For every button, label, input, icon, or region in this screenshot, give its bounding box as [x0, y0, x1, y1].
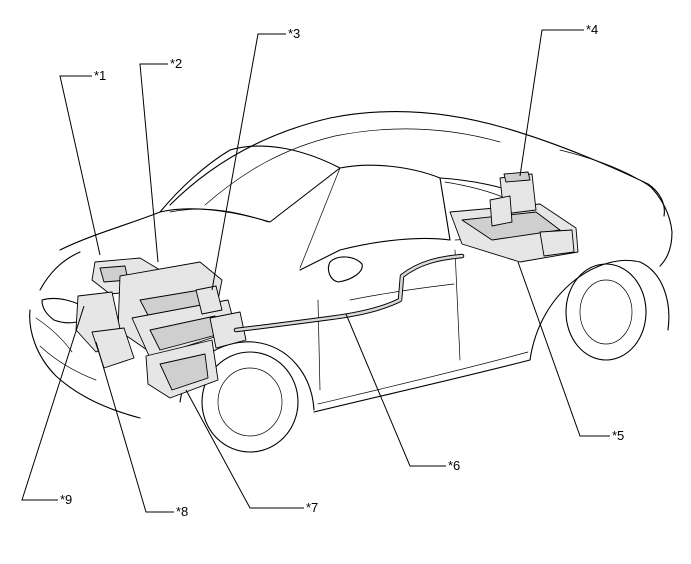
callout-6-label: *6 — [448, 458, 461, 473]
leader-line-9 — [21, 305, 85, 501]
callout-1-label: *1 — [94, 68, 107, 83]
engine-assembly — [75, 257, 247, 399]
callout-4-label: *4 — [586, 22, 599, 37]
leader-lines — [21, 29, 610, 513]
leader-line-6 — [345, 313, 446, 467]
callout-9-label: *9 — [60, 492, 73, 507]
leader-line-3 — [211, 33, 286, 291]
callout-8-label: *8 — [176, 504, 189, 519]
callout-2-label: *2 — [170, 56, 183, 71]
leader-line-1 — [59, 75, 101, 256]
callout-3-label: *3 — [288, 26, 301, 41]
callout-7-label: *7 — [306, 500, 319, 515]
power-cable — [233, 253, 465, 333]
leader-line-8 — [95, 341, 174, 513]
leader-line-7 — [185, 389, 304, 509]
battery-assembly — [449, 171, 579, 263]
leader-line-4 — [519, 29, 584, 177]
callout-5-label: *5 — [612, 428, 625, 443]
leader-line-2 — [139, 63, 168, 263]
leader-line-5 — [517, 261, 610, 437]
